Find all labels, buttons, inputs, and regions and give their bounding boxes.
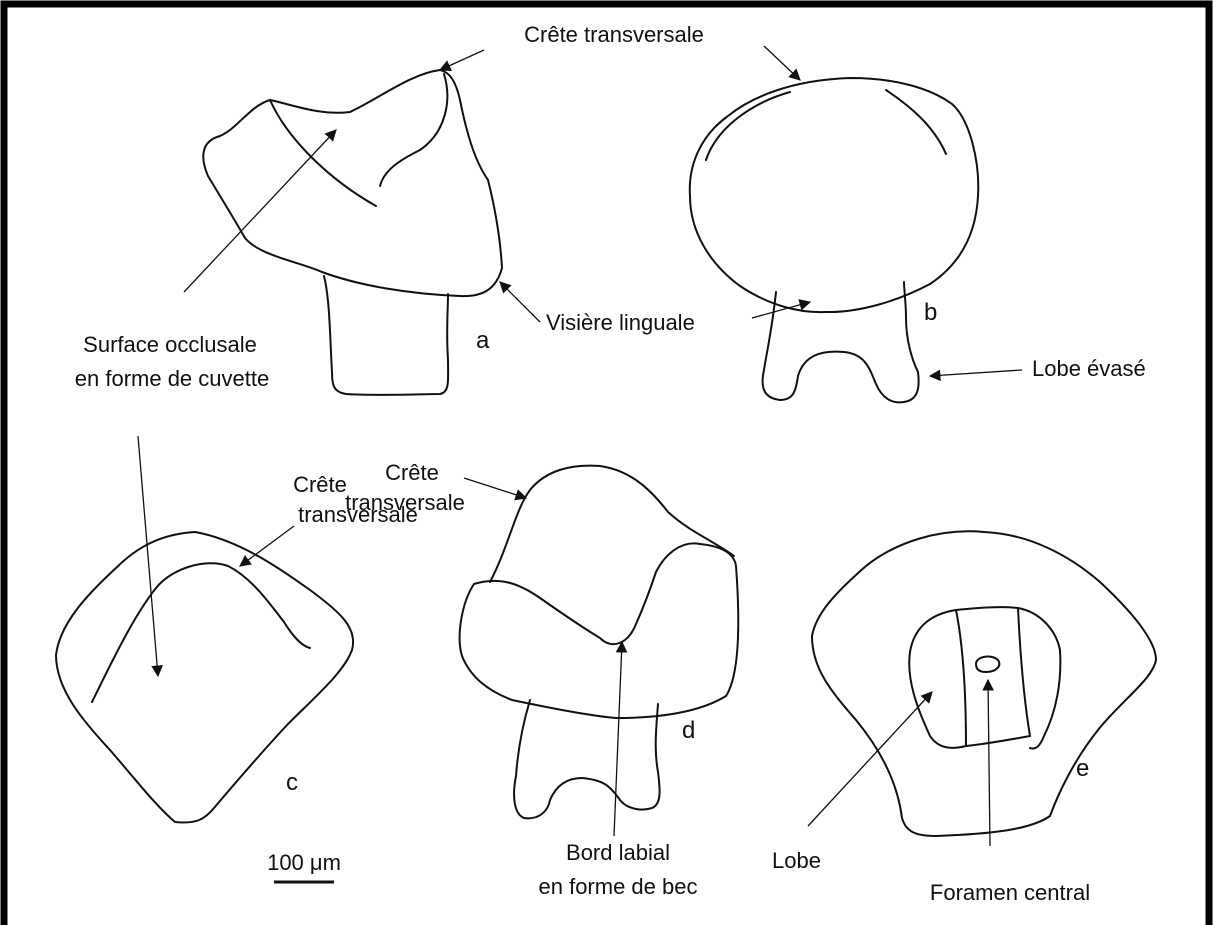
tooth-a-cup-edge — [270, 100, 376, 206]
label-foramen-central: Foramen central — [930, 880, 1090, 905]
tooth-c-ridge — [92, 563, 310, 702]
tooth-e-left-lobe — [909, 610, 966, 748]
label-crete-c-line1: Crête — [293, 472, 347, 497]
figure-frame — [4, 4, 1209, 925]
panel-letter-d: d — [682, 717, 695, 744]
scale-bar: 100 μm — [267, 850, 341, 882]
arrow-crete-a — [440, 50, 484, 70]
label-surface-occlusale-line2: en forme de cuvette — [75, 366, 269, 391]
panel-letter-c: c — [286, 769, 298, 796]
tooth-c-outline — [56, 532, 353, 822]
tooth-c — [56, 532, 353, 822]
tooth-e-foramen — [976, 657, 999, 672]
label-surface-occlusale-line1: Surface occlusale — [83, 332, 257, 357]
label-bord-labial-line2: en forme de bec — [539, 874, 698, 899]
tooth-d-crown-face — [460, 543, 739, 718]
tooth-b-ridge-right — [886, 90, 946, 154]
panel-letter-a: a — [476, 327, 490, 354]
label-visiere-linguale: Visière linguale — [546, 310, 695, 335]
arrow-crete-c — [240, 526, 294, 566]
arrow-crete-b — [764, 46, 800, 80]
label-lobe: Lobe — [772, 848, 821, 873]
tooth-b-crown — [690, 78, 978, 312]
arrow-foramen — [988, 680, 990, 846]
annotation-arrows — [138, 46, 1022, 846]
arrow-lobe — [808, 692, 932, 826]
tooth-e-outline — [812, 531, 1156, 836]
label-bord-labial-line1: Bord labial — [566, 840, 670, 865]
arrow-visiere-a — [500, 282, 540, 322]
tooth-e — [812, 531, 1156, 836]
arrow-lobe-evase — [930, 370, 1022, 376]
tooth-d — [460, 466, 739, 819]
label-lobe-evase: Lobe évasé — [1032, 356, 1146, 381]
tooth-e-center-block — [956, 607, 1030, 746]
arrow-crete-d — [464, 478, 526, 498]
scale-bar-label: 100 μm — [267, 850, 341, 875]
tooth-b — [690, 78, 978, 402]
panel-letter-e: e — [1076, 755, 1089, 782]
tooth-d-crown-top — [490, 466, 734, 582]
annotation-labels: Crête transversale Visière linguale Lobe… — [75, 22, 1146, 905]
tooth-a-crown — [203, 70, 502, 296]
label-crete-transversale-top: Crête transversale — [524, 22, 704, 47]
label-crete-d-line2: transversale — [345, 490, 465, 515]
panel-letter-b: b — [924, 299, 937, 326]
label-crete-d-line1: Crête — [385, 460, 439, 485]
arrow-bord-labial — [614, 642, 622, 836]
tooth-e-right-lobe — [1018, 608, 1060, 749]
arrow-surface-c — [138, 436, 158, 676]
